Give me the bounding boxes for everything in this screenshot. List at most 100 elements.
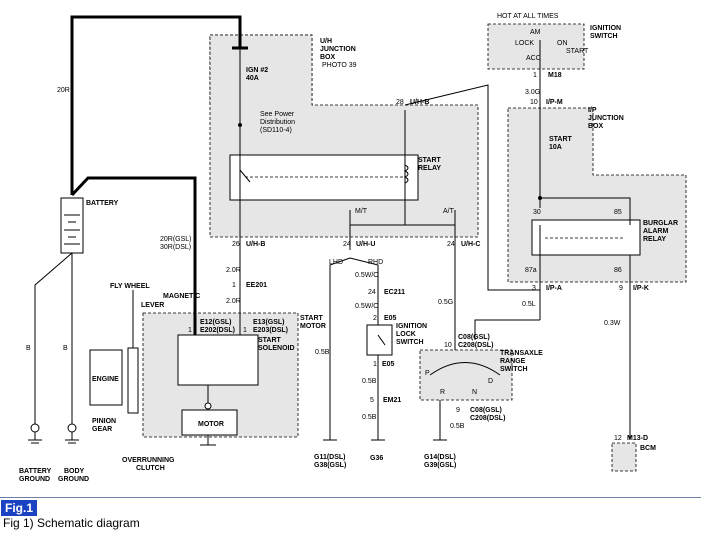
ground-g11: G11(DSL) bbox=[314, 454, 346, 461]
see-power-2: Distribution bbox=[260, 119, 295, 126]
ip-junction-1: I/P bbox=[588, 107, 597, 114]
pin-9-c: 9 bbox=[456, 407, 460, 414]
pin-1-e05: 1 bbox=[373, 361, 377, 368]
uh-b-top: U/H-B bbox=[410, 99, 429, 106]
engine-label: ENGINE bbox=[92, 376, 119, 383]
start-solenoid-1: START bbox=[258, 337, 282, 344]
start-fuse-2: 10A bbox=[549, 144, 562, 151]
transaxle-3: SWITCH bbox=[500, 366, 528, 373]
solenoid-box bbox=[177, 334, 259, 386]
uh-junction-1: U/H bbox=[320, 38, 332, 45]
ip-a: I/P-A bbox=[546, 285, 562, 292]
gear-d: D bbox=[488, 378, 493, 385]
motor-box bbox=[181, 409, 238, 436]
battery-starter-cable bbox=[70, 176, 197, 335]
ip-junction-2: JUNCTION bbox=[588, 115, 624, 122]
em21: EM21 bbox=[383, 397, 401, 404]
uh-c: U/H-C bbox=[461, 241, 480, 248]
pin-1-s2: 1 bbox=[243, 327, 247, 334]
wire-0-5b-lhd: 0.5B bbox=[315, 349, 330, 356]
magnetic-label: MAGNETIC bbox=[163, 293, 200, 300]
uh-b: U/H-B bbox=[246, 241, 265, 248]
pin-24-ec: 24 bbox=[368, 289, 376, 296]
pin-5: 5 bbox=[370, 397, 374, 404]
pin-3: 3 bbox=[532, 285, 536, 292]
ip-k: I/P-K bbox=[633, 285, 649, 292]
burglar-relay-box bbox=[531, 219, 641, 256]
battery-ground-1: BATTERY bbox=[19, 468, 52, 475]
ee201: EE201 bbox=[246, 282, 267, 289]
m13-d: M13-D bbox=[627, 435, 648, 442]
pin-85: 85 bbox=[614, 209, 622, 216]
ground-g14: G14(DSL) bbox=[424, 454, 456, 461]
pin-12: 12 bbox=[614, 435, 622, 442]
acc-label: ACC bbox=[526, 55, 541, 62]
wire-20r-gsl: 20R(GSL) bbox=[160, 236, 192, 243]
motor-label: MOTOR bbox=[198, 421, 224, 428]
ip-junction-box bbox=[507, 107, 687, 283]
c208-top: C208(DSL) bbox=[458, 342, 493, 349]
uh-junction-2: JUNCTION bbox=[320, 46, 356, 53]
pinion-gear-1: PINION bbox=[92, 418, 116, 425]
transaxle-switch-box bbox=[419, 349, 513, 401]
start-relay-box bbox=[229, 154, 419, 201]
wire-20r: 20R bbox=[57, 87, 70, 94]
transaxle-2: RANGE bbox=[500, 358, 526, 365]
schematic-diagram: HOT AT ALL TIMES IGNITION SWITCH LOCK AM… bbox=[19, 13, 687, 483]
ground-g36: G36 bbox=[370, 455, 383, 462]
pin-26: 26 bbox=[232, 241, 240, 248]
wire-b-right: B bbox=[63, 345, 68, 352]
bcm-label: BCM bbox=[640, 445, 656, 452]
start-pos-label: START bbox=[566, 48, 589, 55]
ign-fuse-2: 40A bbox=[246, 75, 259, 82]
lhd-label: LHD bbox=[329, 259, 343, 266]
hot-at-all-times: HOT AT ALL TIMES bbox=[497, 13, 559, 20]
pinion-gear-2: GEAR bbox=[92, 426, 112, 433]
pin-24a: 24 bbox=[343, 241, 351, 248]
e12: E12(GSL) bbox=[200, 319, 232, 326]
wire-0-5b-b: 0.5B bbox=[362, 414, 377, 421]
gear-p: P bbox=[425, 370, 430, 377]
e202: E202(DSL) bbox=[200, 327, 235, 334]
ign-lock-2: LOCK bbox=[396, 331, 416, 338]
ignition-switch-label-1: IGNITION bbox=[590, 25, 621, 32]
c08-top: C08(GSL) bbox=[458, 334, 490, 341]
wire-0-5g: 0.5G bbox=[438, 299, 453, 306]
pin-24b: 24 bbox=[447, 241, 455, 248]
flywheel-box bbox=[127, 347, 139, 414]
see-power-1: See Power bbox=[260, 111, 295, 118]
ignition-lock-switch-box bbox=[366, 324, 393, 356]
pin-28: 28 bbox=[396, 99, 404, 106]
gear-n: N bbox=[472, 389, 477, 396]
pin-1-s1: 1 bbox=[188, 327, 192, 334]
pin-2-e05: 2 bbox=[373, 315, 377, 322]
figure-tag: Fig.1 bbox=[1, 500, 38, 516]
uh-u: U/H-U bbox=[356, 241, 375, 248]
pin-9: 9 bbox=[619, 285, 623, 292]
transaxle-1: TRANSAXLE bbox=[500, 350, 543, 357]
figure-divider bbox=[0, 497, 701, 498]
pin-1: 1 bbox=[533, 72, 537, 79]
battery-label: BATTERY bbox=[86, 200, 119, 207]
mt-label: M/T bbox=[355, 208, 368, 215]
e05-bot: E05 bbox=[382, 361, 395, 368]
pin-10-c: 10 bbox=[444, 342, 452, 349]
e05-top: E05 bbox=[384, 315, 397, 322]
battery-box bbox=[60, 197, 84, 254]
ip-junction-3: BOX bbox=[588, 123, 604, 130]
wire-b-left: B bbox=[26, 345, 31, 352]
uh-junction-3: BOX bbox=[320, 54, 336, 61]
body-ground-1: BODY bbox=[64, 468, 85, 475]
start-relay-1: START bbox=[418, 157, 442, 164]
pin-10: 10 bbox=[530, 99, 538, 106]
am-label: AM bbox=[530, 29, 541, 36]
body-ground-2: GROUND bbox=[58, 476, 89, 483]
figure-caption: Fig 1) Schematic diagram bbox=[3, 516, 140, 530]
ec211: EC211 bbox=[384, 289, 405, 296]
c08-bot: C08(GSL) bbox=[470, 407, 502, 414]
c208-bot: C208(DSL) bbox=[470, 415, 505, 422]
burglar-relay-3: RELAY bbox=[643, 236, 666, 243]
at-label: A/T bbox=[443, 208, 455, 215]
wire-0-5l: 0.5L bbox=[522, 301, 536, 308]
pin-86: 86 bbox=[614, 267, 622, 274]
